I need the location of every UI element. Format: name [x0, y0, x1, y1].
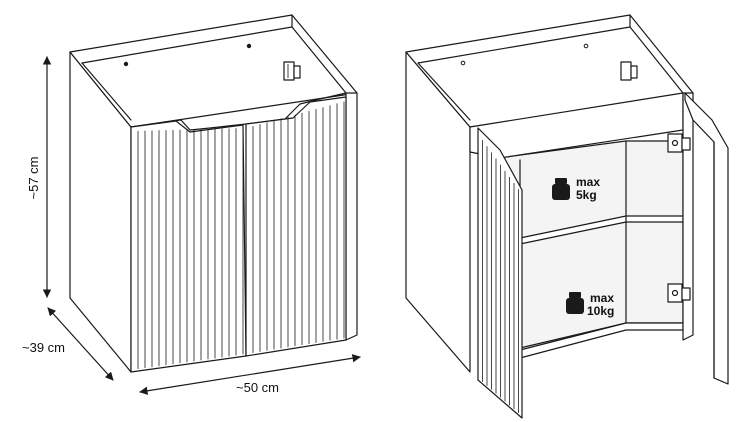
weight-icon-lower: [566, 292, 584, 314]
upper-shelf-max-label: max: [576, 175, 600, 189]
depth-label: ~39 cm: [22, 340, 65, 355]
closed-left-door: [130, 120, 247, 373]
width-dimension-arrow: [139, 354, 361, 395]
depth-dimension-arrow: [47, 307, 114, 381]
closed-right-door: [245, 96, 347, 357]
upper-shelf-weight-label: 5kg: [576, 188, 597, 202]
closed-cabinet: [69, 14, 358, 373]
door-hinge-lower: [667, 283, 691, 303]
mount-hole: [246, 43, 252, 49]
door-grooves-open: [482, 140, 519, 413]
lower-shelf-max-label: max: [590, 291, 614, 305]
door-grooves-right: [252, 101, 345, 353]
open-cabinet: max 5kg max 10kg: [405, 14, 729, 419]
door-hinge-upper: [667, 133, 691, 153]
width-label: ~50 cm: [236, 380, 279, 395]
lower-shelf-weight-label: 10kg: [587, 304, 614, 318]
height-label: ~57 cm: [26, 157, 41, 200]
hinge-bracket: [283, 61, 301, 81]
hinge-bracket: [620, 61, 638, 81]
weight-icon-upper: [552, 178, 570, 200]
door-grooves-left: [137, 128, 244, 370]
mount-hole: [123, 61, 129, 67]
open-left-door: [477, 127, 523, 419]
